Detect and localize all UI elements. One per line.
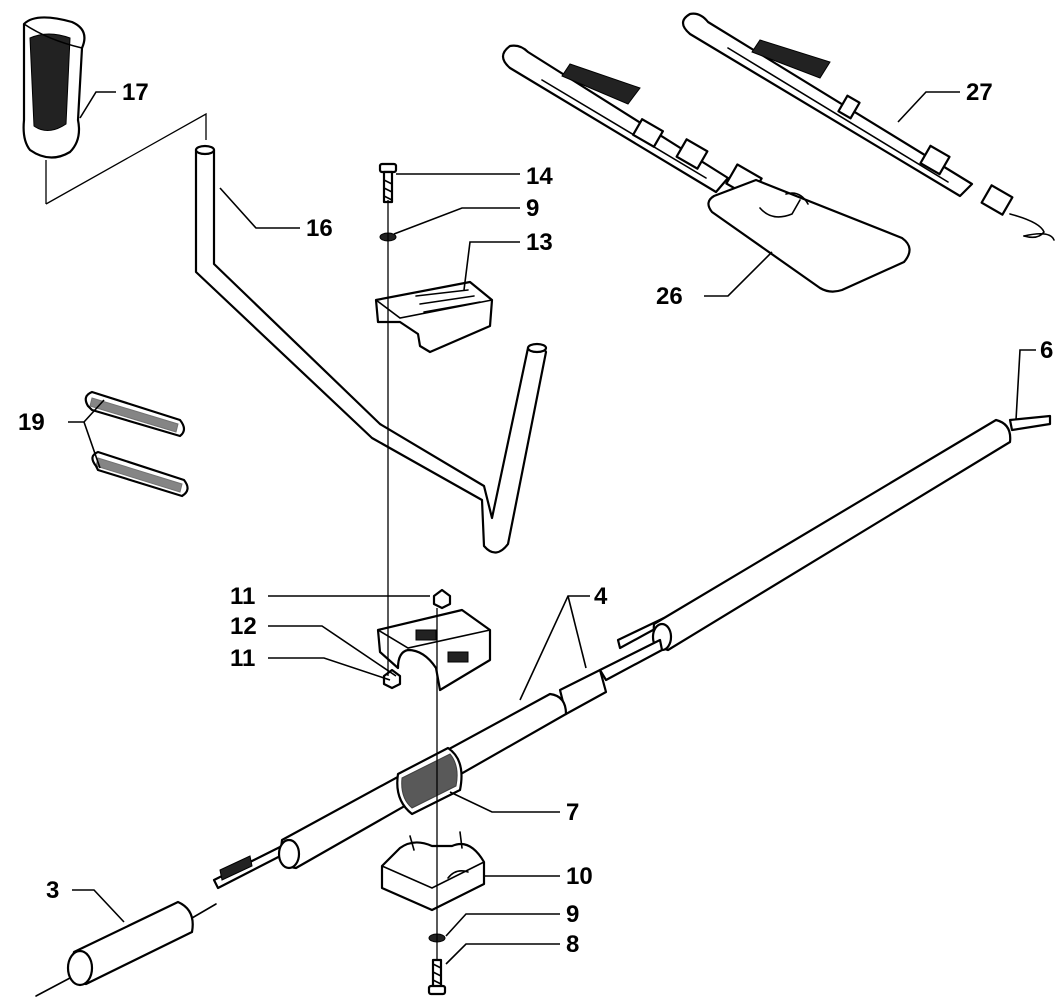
label-3: 3 (46, 877, 59, 904)
part-4-coupler (558, 638, 664, 716)
part-11-nut-top (432, 588, 452, 610)
part-26-harness-strap-with-pad (501, 44, 911, 293)
part-8-screw-bottom (427, 958, 447, 996)
label-9-bottom: 9 (566, 901, 579, 928)
part-12-middle-clamp (376, 608, 492, 692)
part-27-harness-strap (681, 12, 1055, 241)
label-12: 12 (230, 613, 257, 640)
label-7: 7 (566, 799, 579, 826)
part-19-grip-sleeves (84, 390, 189, 498)
part-10-lower-clamp (380, 831, 486, 912)
label-19: 19 (18, 409, 45, 436)
leader-lines (68, 91, 1036, 965)
label-6: 6 (1040, 337, 1053, 364)
label-17: 17 (122, 79, 149, 106)
label-4: 4 (594, 583, 608, 610)
part-14-screw-top (378, 162, 398, 204)
part-13-upper-clamp (374, 280, 494, 354)
label-9-top: 9 (526, 195, 539, 222)
part-7-foam-grip (396, 746, 463, 816)
label-14: 14 (526, 163, 553, 190)
label-10: 10 (566, 863, 593, 890)
part-17-handle-grip (22, 16, 86, 159)
label-8: 8 (566, 931, 579, 958)
part-6-drive-shaft (212, 414, 1052, 890)
label-11-top: 11 (230, 583, 255, 610)
label-13: 13 (526, 229, 553, 256)
part-16-handle-bar (194, 144, 548, 554)
part-threaded-stud (219, 855, 253, 881)
label-11-bottom: 11 (230, 645, 255, 672)
label-27: 27 (966, 79, 993, 106)
part-4-outer-tube-upper (651, 418, 1012, 652)
label-16: 16 (306, 215, 333, 242)
assembly-axis-grip-link (45, 112, 207, 205)
label-26: 26 (656, 283, 683, 310)
part-3-end-tube (35, 900, 217, 997)
